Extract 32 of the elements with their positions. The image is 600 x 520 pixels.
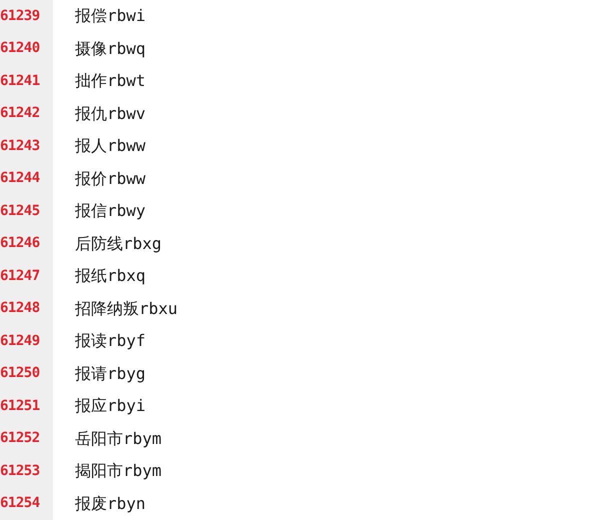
line-number: 61244 xyxy=(0,169,41,188)
code-line: 拙作rbwt xyxy=(75,70,146,92)
code-line: 岳阳市rbym xyxy=(75,428,162,450)
code-line: 招降纳叛rbxu xyxy=(75,298,178,320)
line-number: 61250 xyxy=(0,364,41,384)
code-line: 报读rbyf xyxy=(75,330,146,352)
code-line: 揭阳市rbym xyxy=(75,460,162,482)
line-number: 61242 xyxy=(0,104,41,124)
code-line: 报应rbyi xyxy=(75,395,146,418)
line-number: 61243 xyxy=(0,136,41,156)
line-number: 61248 xyxy=(0,299,41,318)
line-number: 61249 xyxy=(0,332,41,351)
code-line: 报仇rbwv xyxy=(75,102,146,125)
code-line: 报价rbww xyxy=(75,168,146,190)
line-number: 61239 xyxy=(0,6,41,26)
code-line: 摄像rbwq xyxy=(75,38,146,60)
line-number: 61254 xyxy=(0,494,41,514)
code-line: 报纸rbxq xyxy=(75,265,146,288)
line-number: 61253 xyxy=(0,462,41,481)
line-number: 61247 xyxy=(0,266,41,286)
line-number: 61251 xyxy=(0,396,41,416)
line-number: 61241 xyxy=(0,72,41,91)
code-line: 后防线rbxg xyxy=(75,232,162,255)
line-number: 61252 xyxy=(0,429,41,448)
line-number: 61246 xyxy=(0,234,41,254)
code-line: 报人rbww xyxy=(75,135,146,158)
code-line: 报请rbyg xyxy=(75,362,146,385)
line-number: 61245 xyxy=(0,202,41,221)
code-line: 报信rbwy xyxy=(75,200,146,222)
code-line: 报偿rbwi xyxy=(75,5,146,28)
line-number: 61240 xyxy=(0,39,41,58)
code-line: 报废rbyn xyxy=(75,492,146,515)
